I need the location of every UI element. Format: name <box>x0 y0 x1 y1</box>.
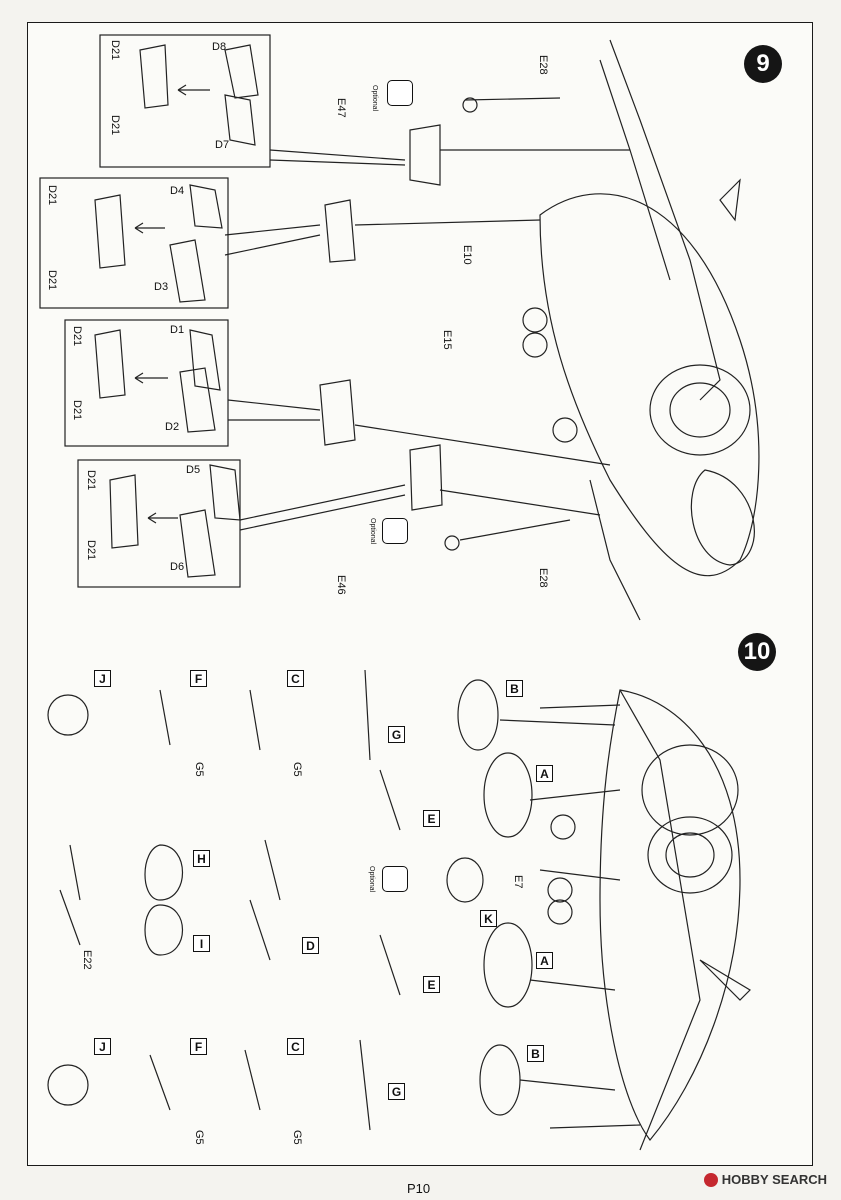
part-label-e10: E10 <box>461 245 473 265</box>
store-letter-d: D <box>302 937 319 954</box>
part-label-e28: E28 <box>537 568 549 588</box>
optional-icon <box>382 866 408 892</box>
instruction-frame <box>27 22 813 1166</box>
store-letter-k: K <box>480 910 497 927</box>
part-label: D21 <box>71 326 83 347</box>
part-label: D5 <box>186 464 201 476</box>
store-letter-e: E <box>423 976 440 993</box>
part-label: D3 <box>154 281 169 293</box>
store-letter-a: A <box>536 765 553 782</box>
part-label-e28: E28 <box>537 55 549 75</box>
store-letter-f: F <box>190 1038 207 1055</box>
part-label: D21 <box>109 115 121 136</box>
part-label-e22: E22 <box>81 950 93 970</box>
part-label: D21 <box>109 40 121 61</box>
store-letter-c: C <box>287 1038 304 1055</box>
step-number-10: 10 <box>738 633 776 671</box>
part-label: D1 <box>170 324 185 336</box>
part-label: D21 <box>46 185 58 206</box>
store-letter-a: A <box>536 952 553 969</box>
part-label: D7 <box>215 139 230 151</box>
part-label: D6 <box>170 561 185 573</box>
step-number-9: 9 <box>744 45 782 83</box>
store-letter-j: J <box>94 1038 111 1055</box>
part-label-g5: G5 <box>291 762 303 777</box>
optional-icon <box>382 518 408 544</box>
store-letter-f: F <box>190 670 207 687</box>
store-letter-j: J <box>94 670 111 687</box>
part-label: D21 <box>46 270 58 291</box>
watermark-logo-icon <box>703 1172 718 1187</box>
part-label: D2 <box>165 421 180 433</box>
optional-label: Optional <box>369 518 376 545</box>
part-label-e46: E46 <box>335 575 347 595</box>
part-label-e15: E15 <box>441 330 453 350</box>
part-label: D21 <box>85 470 97 491</box>
optional-icon <box>387 80 413 106</box>
page-number: P10 <box>407 1181 431 1196</box>
store-letter-b: B <box>506 680 523 697</box>
part-label: D21 <box>85 540 97 561</box>
part-label-g5: G5 <box>291 1130 303 1145</box>
store-letter-e: E <box>423 810 440 827</box>
part-label: D4 <box>170 185 185 197</box>
fuselage-outline <box>539 193 760 577</box>
store-letter-i: I <box>193 935 210 952</box>
watermark-text: HOBBY SEARCH <box>721 1172 827 1187</box>
store-letter-g: G <box>388 1083 405 1100</box>
optional-label: Optional <box>371 85 378 112</box>
store-letter-g: G <box>388 726 405 743</box>
part-label-e47: E47 <box>335 98 347 118</box>
part-label-e7: E7 <box>512 875 524 889</box>
optional-label: Optional <box>368 866 375 893</box>
part-label-g5: G5 <box>193 1130 205 1145</box>
part-label: D8 <box>212 41 227 53</box>
store-letter-c: C <box>287 670 304 687</box>
watermark: HOBBY SEARCH <box>703 1172 827 1187</box>
store-letter-h: H <box>193 850 210 867</box>
store-letter-b: B <box>527 1045 544 1062</box>
part-label-g5: G5 <box>193 762 205 777</box>
part-label: D21 <box>71 400 83 421</box>
